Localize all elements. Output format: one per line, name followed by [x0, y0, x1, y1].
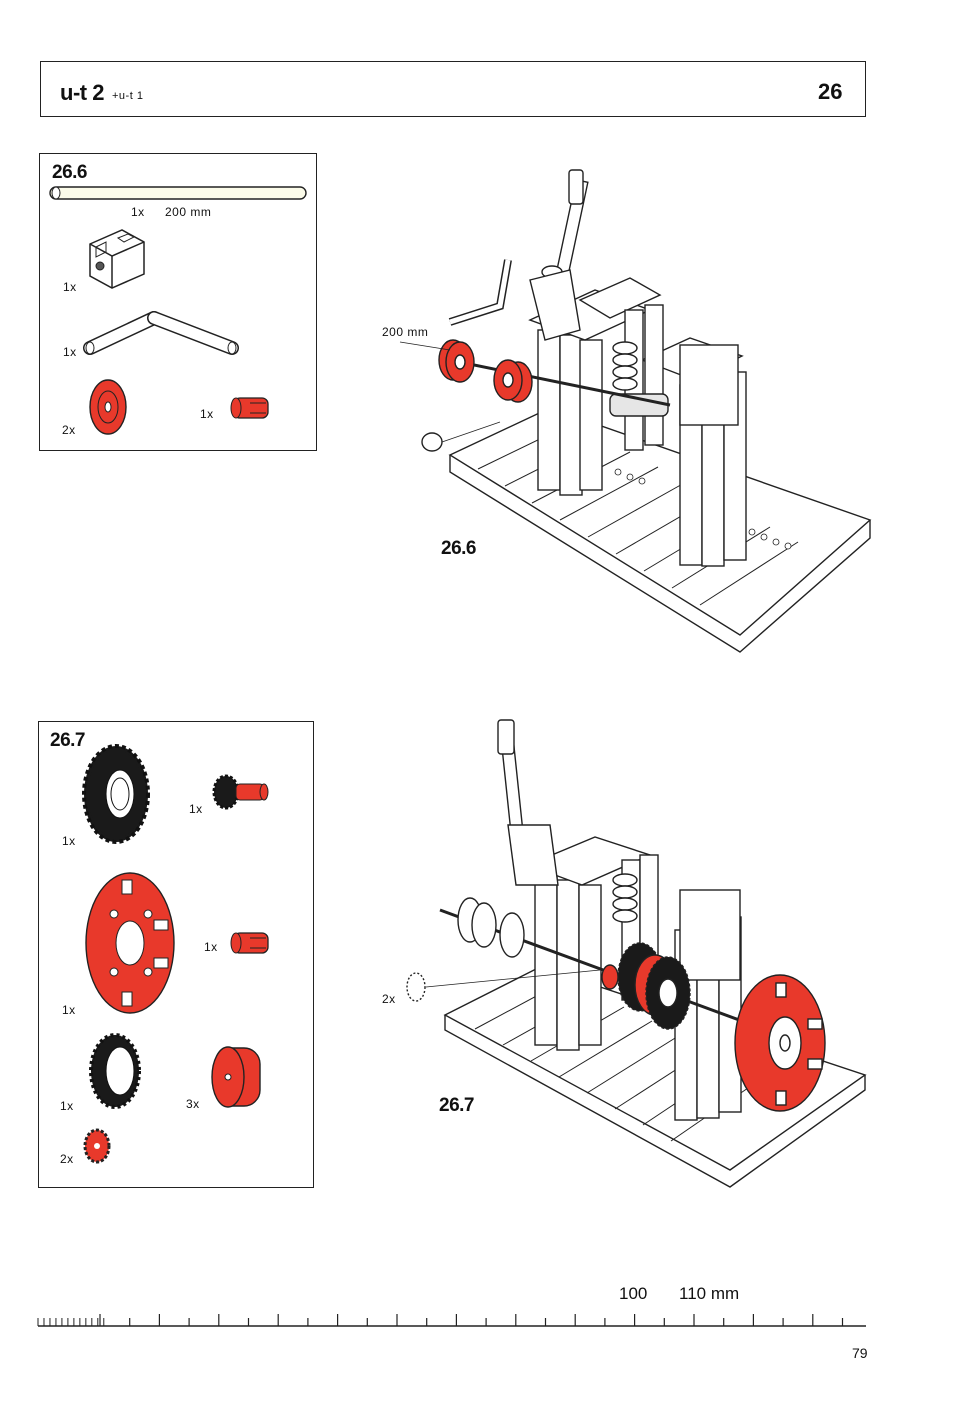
page-number: 79 — [852, 1345, 868, 1361]
part-qty: 2x — [62, 423, 76, 437]
part-qty: 1x — [63, 280, 77, 294]
diagram-callout: 200 mm — [382, 325, 429, 339]
diagram-label: 26.7 — [439, 1095, 474, 1116]
part-qty: 3x — [186, 1097, 200, 1111]
black-gear-large-icon — [82, 744, 150, 844]
part-qty: 1x — [200, 407, 214, 421]
assembly-diagram-26-6 — [399, 169, 872, 653]
black-gear-small-icon — [89, 1033, 141, 1109]
part-qty: 2x — [60, 1152, 74, 1166]
header-box — [40, 61, 866, 117]
part-qty: 1x — [60, 1099, 74, 1113]
part-qty: 1x — [204, 940, 218, 954]
ruler-label-110: 110 mm — [679, 1284, 740, 1303]
header-title: u-t 2 — [60, 80, 104, 105]
header-subtitle: +u-t 1 — [112, 90, 144, 102]
red-pulley-icon — [89, 379, 127, 435]
crank-axle-icon — [83, 311, 239, 355]
panel-label: 26.6 — [52, 162, 87, 183]
header-page-number: 26 — [818, 79, 843, 104]
part-qty: 1x — [189, 802, 203, 816]
building-block-icon — [89, 229, 145, 289]
diagram-label: 26.6 — [441, 538, 476, 559]
panel-label: 26.7 — [50, 730, 85, 751]
part-qty: 1x — [62, 834, 76, 848]
red-clip-icon — [230, 397, 269, 419]
assembly-diagram-26-7 — [406, 719, 867, 1188]
red-small-gear-icon — [83, 1128, 111, 1164]
part-desc: 200 mm — [165, 205, 212, 219]
red-clip-icon — [230, 932, 269, 954]
axle-200mm-icon — [49, 186, 307, 200]
red-hub-wheel-icon — [85, 872, 175, 1014]
diagram-callout: 2x — [382, 992, 396, 1006]
part-qty: 1x — [131, 205, 145, 219]
parts-panel-26-6 — [39, 153, 317, 451]
ruler-label-100: 100 — [619, 1284, 648, 1303]
measurement-ruler — [37, 1314, 866, 1327]
black-pinion-icon — [212, 774, 269, 810]
red-cylinder-icon — [211, 1046, 261, 1108]
part-qty: 1x — [63, 345, 77, 359]
part-qty: 1x — [62, 1003, 76, 1017]
